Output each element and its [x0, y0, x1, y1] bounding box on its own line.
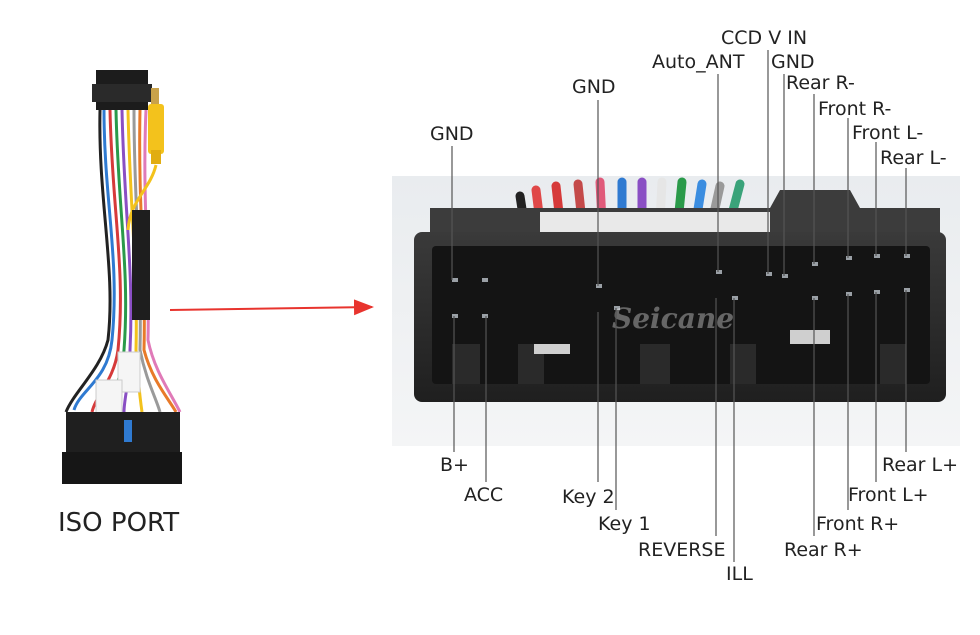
label-auto-ant: Auto_ANT [652, 51, 745, 73]
label-acc: ACC [464, 484, 504, 506]
watermark-text: Seicane [612, 302, 734, 335]
rca-plug [151, 88, 159, 106]
iso-block-lower [62, 452, 182, 484]
label-ill: ILL [726, 563, 753, 585]
label-b-plus: B+ [440, 454, 469, 476]
label-key-2: Key 2 [562, 486, 615, 508]
label-rear-l-plus: Rear L+ [882, 454, 959, 476]
leader-lines [451, 50, 907, 562]
label-front-r-plus: Front R+ [816, 513, 900, 535]
iso-block-upper [66, 412, 180, 456]
label-reverse: REVERSE [638, 539, 726, 561]
label-ccd-v-in: CCD V IN [721, 27, 808, 49]
label-front-l-minus: Front L- [852, 122, 924, 144]
label-gnd-left: GND [430, 123, 474, 145]
label-rear-l-minus: Rear L- [880, 147, 947, 169]
label-front-l-plus: Front L+ [848, 484, 929, 506]
label-rear-r-plus: Rear R+ [784, 539, 863, 561]
label-gnd-mid: GND [572, 76, 616, 98]
pin-grid [452, 254, 910, 318]
iso-port-caption: ISO PORT [58, 508, 180, 538]
label-front-r-minus: Front R- [818, 98, 892, 120]
label-rear-r-minus: Rear R- [786, 72, 855, 94]
pointer-arrow [169, 299, 374, 316]
connector-photo: Seicane [392, 176, 960, 446]
label-gnd-right: GND [771, 51, 815, 73]
harness-sleeve [132, 210, 150, 320]
label-key-1: Key 1 [598, 513, 651, 535]
iso-harness [62, 70, 182, 484]
